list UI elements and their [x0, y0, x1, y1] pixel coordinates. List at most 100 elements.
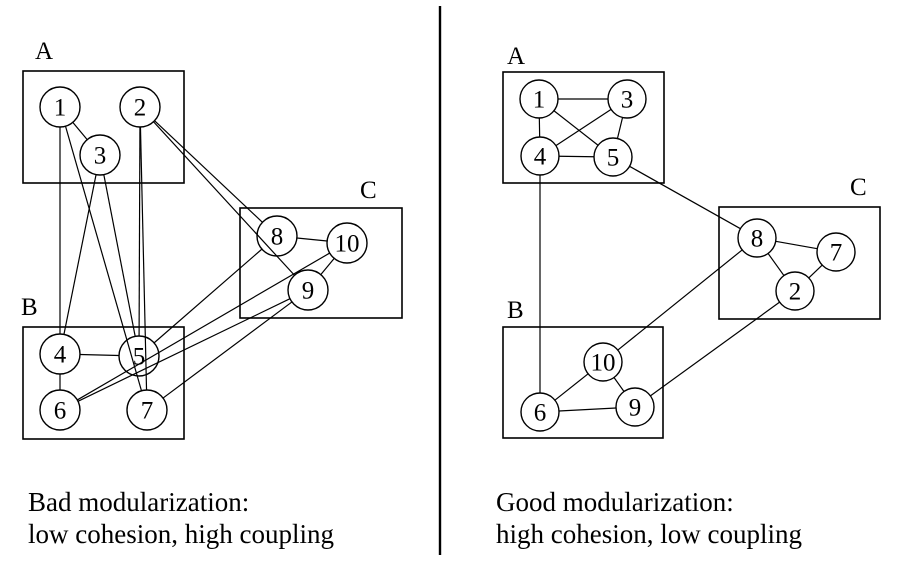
- edge-4-5-left: [79, 353, 120, 357]
- edge-2-9-right: [650, 301, 780, 397]
- caption-good-line1: Good modularization:: [496, 487, 734, 517]
- caption-bad-modularization: Bad modularization: low cohesion, high c…: [28, 486, 334, 550]
- node-circle-3-left: [79, 134, 121, 176]
- module-box-A-left: [22, 70, 185, 184]
- node-circle-8-left: [256, 215, 298, 257]
- node-9-right: 9: [615, 387, 655, 427]
- caption-bad-line2: low cohesion, high coupling: [28, 519, 334, 549]
- node-label-9-left: 9: [302, 278, 315, 305]
- edge-7-8-right: [775, 240, 818, 250]
- node-9-left: 9: [287, 269, 329, 311]
- node-label-10-right: 10: [591, 350, 616, 377]
- node-label-9-right: 9: [629, 395, 642, 422]
- module-box-C-left: [239, 207, 403, 319]
- module-label-C-right: C: [850, 174, 867, 201]
- node-circle-8-right: [737, 218, 777, 258]
- node-circle-6-right: [520, 392, 560, 432]
- node-4-left: 4: [39, 333, 81, 375]
- edge-6-9-right: [558, 407, 617, 412]
- node-label-3-left: 3: [94, 143, 107, 170]
- node-circle-2-right: [775, 271, 815, 311]
- edge-1-5-right: [553, 110, 599, 146]
- edge-8-10-left: [296, 237, 328, 242]
- edge-5-8-left: [153, 248, 263, 344]
- edge-6-10-right: [554, 373, 589, 401]
- edge-3-4-left: [63, 174, 97, 335]
- edge-5-8-right: [629, 165, 741, 230]
- node-4-right: 4: [520, 136, 560, 176]
- caption-bad-line1: Bad modularization:: [28, 487, 250, 517]
- node-label-1-left: 1: [54, 95, 67, 122]
- edge-9-10-right: [613, 377, 625, 392]
- module-label-A-right: A: [507, 43, 525, 70]
- node-8-left: 8: [256, 215, 298, 257]
- edge-3-5-right: [616, 117, 624, 139]
- edge-1-3-left: [72, 121, 88, 141]
- node-label-4-right: 4: [534, 144, 547, 171]
- edge-7-9-left: [162, 301, 293, 399]
- node-5-right: 5: [593, 137, 633, 177]
- node-label-7-left: 7: [141, 398, 154, 425]
- module-box-B-right: [502, 326, 664, 439]
- panel-good-modularization: A B C 1 3 4 5 8 72 10 6 9: [502, 43, 881, 439]
- node-circle-4-left: [39, 333, 81, 375]
- node-circle-1-right: [519, 79, 559, 119]
- node-1-right: 1: [519, 79, 559, 119]
- node-2-left: 2: [119, 86, 161, 128]
- edge-2-9-left: [153, 121, 295, 276]
- node-label-5-left: 5: [133, 344, 146, 371]
- edge-1-7-left: [64, 126, 143, 391]
- node-label-8-left: 8: [271, 224, 284, 251]
- caption-good-line2: high cohesion, low coupling: [496, 519, 802, 549]
- edge-6-9-left: [77, 298, 291, 402]
- node-circle-2-left: [119, 86, 161, 128]
- node-10-left: 10: [326, 222, 368, 264]
- node-3-right: 3: [607, 79, 647, 119]
- node-circle-9-right: [615, 387, 655, 427]
- node-label-6-right: 6: [534, 400, 547, 427]
- node-8-right: 8: [737, 218, 777, 258]
- edge-2-5-left: [138, 126, 141, 337]
- node-7-right: 7: [816, 232, 856, 272]
- edge-2-7-left: [139, 126, 148, 391]
- node-label-8-right: 8: [751, 226, 764, 253]
- node-circle-6-left: [39, 389, 81, 431]
- node-7-left: 7: [126, 389, 168, 431]
- node-6-left: 6: [39, 389, 81, 431]
- node-label-6-left: 6: [54, 398, 67, 425]
- node-2-right: 2: [775, 271, 815, 311]
- node-10-right: 10: [583, 342, 623, 382]
- edge-2-8-left: [154, 120, 263, 223]
- edge-6-10-left: [76, 252, 331, 401]
- module-label-B-left: B: [21, 294, 38, 321]
- edge-8-10-right: [617, 249, 743, 351]
- node-label-2-left: 2: [134, 95, 147, 122]
- caption-good-modularization: Good modularization: high cohesion, low …: [496, 486, 802, 550]
- edge-3-4-right: [555, 108, 612, 147]
- module-label-A-left: A: [35, 38, 53, 65]
- node-label-10-left: 10: [335, 231, 360, 258]
- node-5-left: 5: [118, 335, 160, 377]
- node-label-4-left: 4: [54, 342, 67, 369]
- module-box-C-right: [718, 206, 881, 320]
- node-circle-7-left: [126, 389, 168, 431]
- node-1-left: 1: [39, 86, 81, 128]
- edge-2-7-right: [808, 264, 823, 279]
- node-label-1-right: 1: [533, 87, 546, 114]
- node-circle-5-right: [593, 137, 633, 177]
- node-circle-1-left: [39, 86, 81, 128]
- module-box-A-right: [502, 71, 665, 184]
- node-3-left: 3: [79, 134, 121, 176]
- node-label-5-right: 5: [607, 145, 620, 172]
- node-circle-10-left: [326, 222, 368, 264]
- module-label-B-right: B: [507, 297, 524, 324]
- edge-9-10-left: [320, 258, 335, 275]
- node-circle-4-right: [520, 136, 560, 176]
- module-box-B-left: [22, 326, 185, 440]
- node-label-2-right: 2: [789, 279, 802, 306]
- edge-3-5-left: [103, 174, 136, 337]
- node-circle-10-right: [583, 342, 623, 382]
- node-circle-7-right: [816, 232, 856, 272]
